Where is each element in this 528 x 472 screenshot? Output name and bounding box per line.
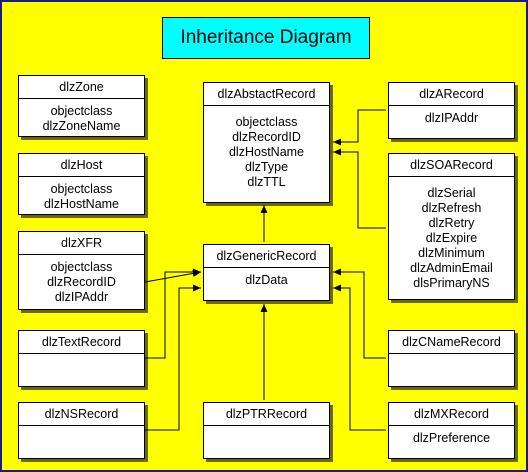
attribute: dlzIPAddr bbox=[424, 111, 479, 125]
class-dlzXFR: dlzXFR objectclass dlzRecordID dlzIPAddr bbox=[18, 231, 145, 310]
inherits-connector-dlzPTRRecord bbox=[260, 304, 268, 400]
attribute: dlzExpire bbox=[425, 231, 478, 245]
attribute: dlzHostName bbox=[228, 145, 305, 159]
class-name: dlzMXRecord bbox=[389, 403, 514, 426]
inherits-connector-dlzGenericRecord bbox=[260, 205, 268, 242]
class-name: dlzPTRRecord bbox=[204, 403, 329, 426]
class-attributes: dlzSerial dlzRefresh dlzRetry dlzExpire … bbox=[389, 177, 514, 293]
arrowhead bbox=[333, 268, 341, 276]
attribute: dlzZoneName bbox=[42, 119, 121, 133]
arrowhead bbox=[192, 269, 201, 277]
class-name: dlzNSRecord bbox=[19, 403, 144, 426]
class-attributes: objectclass dlzRecordID dlzIPAddr bbox=[19, 255, 144, 307]
class-dlzMXRecord: dlzMXRecord dlzPreference bbox=[388, 402, 515, 459]
class-name: dlzTextRecord bbox=[19, 331, 144, 354]
arrowhead bbox=[333, 138, 341, 146]
arrowhead bbox=[333, 284, 341, 292]
inherits-connector-dlzSOARecord bbox=[333, 148, 386, 229]
attribute: objectclass bbox=[50, 260, 113, 274]
attribute: objectclass bbox=[50, 104, 113, 118]
attribute: dlzSerial bbox=[427, 186, 476, 200]
inherits-connector-dlzNSRecord bbox=[145, 284, 201, 431]
class-name: dlzAbstactRecord bbox=[204, 83, 329, 106]
attribute: dlzRefresh bbox=[421, 201, 482, 215]
attribute: dlzRecordID bbox=[47, 275, 116, 289]
class-attributes: dlzPreference bbox=[389, 426, 514, 448]
attribute: dlzMinimum bbox=[418, 246, 485, 260]
class-dlzPTRRecord: dlzPTRRecord bbox=[203, 402, 330, 459]
class-dlzAbstactRecord: dlzAbstactRecord objectclass dlzRecordID… bbox=[203, 82, 330, 203]
class-attributes: objectclass dlzHostName bbox=[19, 177, 144, 214]
class-name: dlzZone bbox=[19, 76, 144, 99]
inherits-connector-dlzARecord bbox=[333, 109, 386, 146]
class-dlzHost: dlzHost objectclass dlzHostName bbox=[18, 153, 145, 215]
class-dlzCNameRecord: dlzCNameRecord bbox=[388, 330, 515, 387]
attribute: dlzRecordID bbox=[232, 130, 301, 144]
arrowhead bbox=[193, 268, 201, 276]
attribute: dlzHostName bbox=[43, 197, 120, 211]
class-dlzARecord: dlzARecord dlzIPAddr bbox=[388, 82, 515, 139]
arrowhead bbox=[193, 284, 201, 292]
inherits-connector-dlzMXRecord bbox=[333, 284, 386, 431]
attribute: objectclass bbox=[50, 182, 113, 196]
class-name: dlzXFR bbox=[19, 232, 144, 255]
class-dlzZone: dlzZone objectclass dlzZoneName bbox=[18, 75, 145, 137]
attribute: dlzTTL bbox=[247, 175, 286, 189]
attribute: objectclass bbox=[235, 115, 298, 129]
class-name: dlzGenericRecord bbox=[204, 245, 329, 268]
attribute: dlzAdminEmail bbox=[410, 261, 493, 275]
class-name: dlzSOARecord bbox=[389, 154, 514, 177]
class-attributes: dlzData bbox=[204, 268, 329, 290]
attribute: dlzPreference bbox=[412, 431, 491, 445]
class-dlzTextRecord: dlzTextRecord bbox=[18, 330, 145, 387]
inherits-connector-dlzCNameRecord bbox=[333, 268, 386, 359]
class-dlzGenericRecord: dlzGenericRecord dlzData bbox=[203, 244, 330, 301]
attribute: dlzType bbox=[244, 160, 289, 174]
diagram-title: Inheritance Diagram bbox=[162, 17, 370, 59]
class-name: dlzHost bbox=[19, 154, 144, 177]
attribute: dlzData bbox=[245, 273, 288, 287]
class-name: dlzCNameRecord bbox=[389, 331, 514, 354]
inherits-connector-dlzTextRecord bbox=[145, 268, 201, 359]
class-attributes: dlzIPAddr bbox=[389, 106, 514, 128]
class-name: dlzARecord bbox=[389, 83, 514, 106]
class-attributes: objectclass dlzZoneName bbox=[19, 99, 144, 136]
attribute: dlzRetry bbox=[428, 216, 475, 230]
arrowhead bbox=[260, 304, 268, 312]
class-attributes: objectclass dlzRecordID dlzHostName dlzT… bbox=[204, 106, 329, 192]
arrowhead bbox=[260, 205, 268, 213]
attribute: dlzIPAddr bbox=[54, 290, 109, 304]
class-dlzSOARecord: dlzSOARecord dlzSerial dlzRefresh dlzRet… bbox=[388, 153, 515, 300]
arrowhead bbox=[333, 148, 341, 156]
inherits-connector-dlzXFR bbox=[144, 269, 202, 283]
attribute: dlsPrimaryNS bbox=[413, 276, 490, 290]
class-dlzNSRecord: dlzNSRecord bbox=[18, 402, 145, 459]
